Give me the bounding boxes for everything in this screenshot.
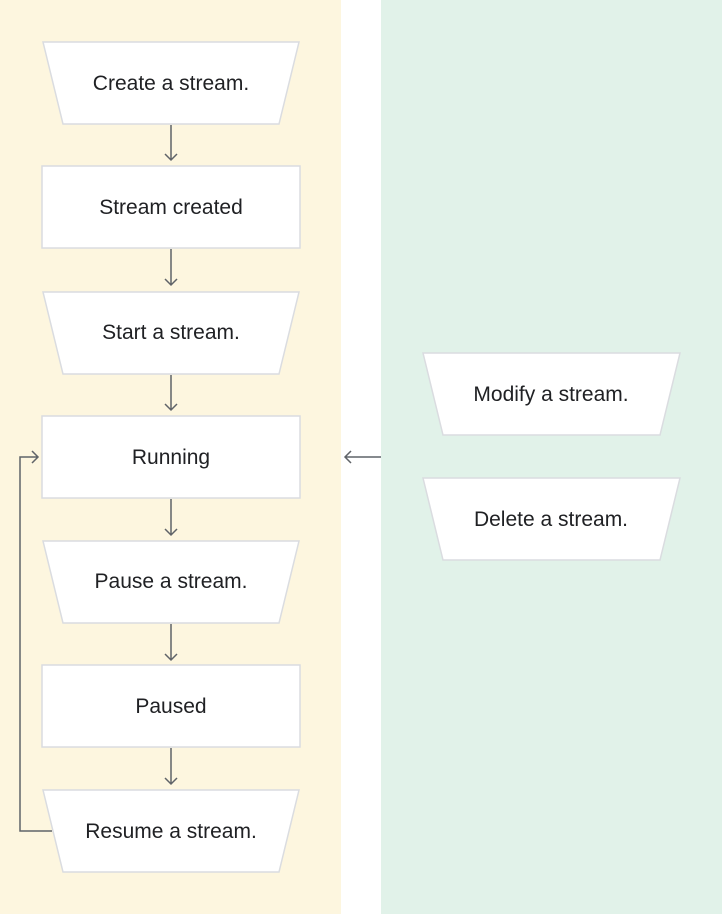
action-node-shape — [42, 291, 300, 375]
step-create-stream: Create a stream. — [42, 41, 300, 125]
arrow-down — [164, 748, 178, 786]
state-paused: Paused — [41, 664, 301, 748]
action-modify-stream: Modify a stream. — [422, 352, 681, 436]
state-stream-created: Stream created — [41, 165, 301, 249]
step-start-stream: Start a stream. — [42, 291, 300, 375]
operations-to-running-arrow — [343, 450, 381, 464]
state-label: Paused — [135, 695, 206, 718]
state-node-shape — [41, 415, 301, 499]
arrow-down — [164, 249, 178, 287]
step-label: Resume a stream. — [85, 820, 257, 843]
step-label: Pause a stream. — [95, 570, 248, 593]
step-resume-stream: Resume a stream. — [42, 789, 300, 873]
state-label: Stream created — [99, 196, 243, 219]
state-label: Running — [132, 446, 210, 469]
loop-back-arrow — [19, 450, 52, 832]
step-label: Create a stream. — [93, 72, 249, 95]
state-node-shape — [41, 664, 301, 748]
arrow-down — [164, 125, 178, 162]
action-node-shape — [422, 352, 681, 436]
operations-lane — [381, 0, 722, 914]
step-label: Start a stream. — [102, 321, 240, 344]
action-node-shape — [42, 789, 300, 873]
state-running: Running — [41, 415, 301, 499]
arrow-down — [164, 499, 178, 537]
action-label: Modify a stream. — [473, 383, 628, 406]
action-node-shape — [422, 477, 681, 561]
action-node-shape — [42, 41, 300, 125]
arrow-down — [164, 375, 178, 412]
step-pause-stream: Pause a stream. — [42, 540, 300, 624]
state-node-shape — [41, 165, 301, 249]
action-label: Delete a stream. — [474, 508, 628, 531]
action-delete-stream: Delete a stream. — [422, 477, 681, 561]
action-node-shape — [42, 540, 300, 624]
arrow-down — [164, 624, 178, 662]
